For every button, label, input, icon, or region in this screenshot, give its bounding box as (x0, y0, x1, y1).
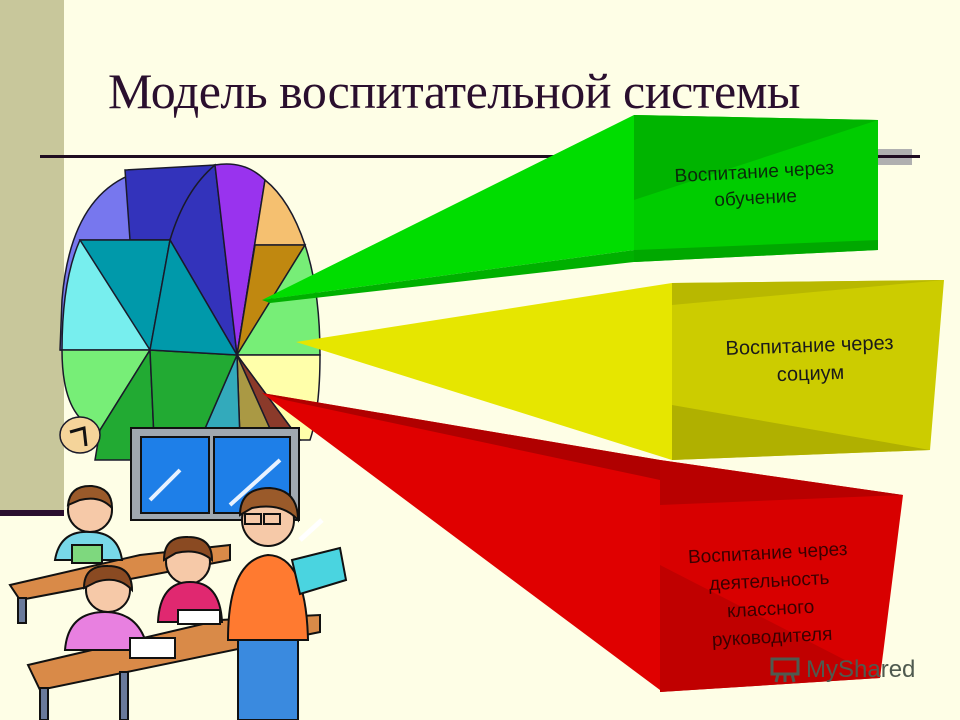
box-label-teacher: Воспитание через деятельность классного … (647, 534, 893, 658)
watermark: MyShared (770, 656, 915, 684)
accent-sidebar (0, 0, 64, 510)
presentation-board-icon (770, 657, 800, 683)
slide-title: Модель воспитательной системы (108, 63, 800, 119)
green-beam-education (262, 115, 878, 303)
divider-tab-line (877, 155, 912, 158)
classroom-illustration (8, 427, 348, 720)
red-beam-teacher (262, 393, 903, 692)
accent-sidebar-underline (0, 510, 64, 516)
yellow-beam-society (296, 280, 944, 460)
title-divider (40, 155, 920, 158)
watermark-text: MyShared (806, 656, 916, 683)
box-label-society: Воспитание через социум (689, 328, 931, 392)
segmented-wheel-illustration (59, 163, 321, 462)
